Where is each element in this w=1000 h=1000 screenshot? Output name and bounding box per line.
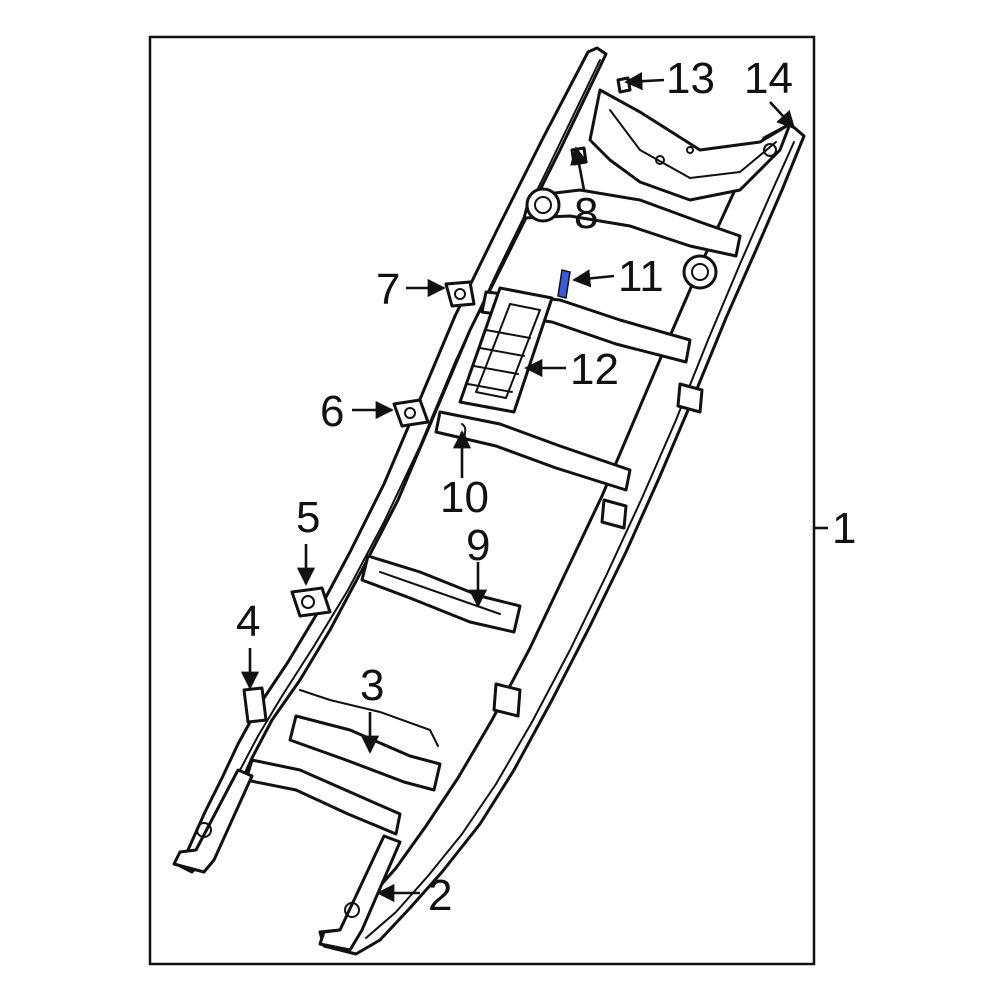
callout-5: 5 — [296, 493, 320, 542]
callout-1: 1 — [832, 504, 856, 553]
bracket-6 — [392, 398, 430, 428]
callout-labels: 1 2 3 4 5 6 7 8 9 10 11 12 13 14 — [236, 54, 856, 920]
bracket-7 — [444, 280, 476, 308]
battery-tray — [458, 286, 554, 414]
leader-14 — [769, 101, 796, 130]
bracket-right-mid — [600, 498, 628, 530]
leader-lines — [240, 72, 828, 903]
callout-14: 14 — [744, 54, 793, 103]
callout-2: 2 — [428, 871, 452, 920]
callout-10: 10 — [440, 473, 489, 522]
diagram-border — [148, 35, 816, 966]
callout-12: 12 — [570, 345, 619, 394]
callout-7: 7 — [376, 265, 400, 314]
callout-11: 11 — [618, 252, 664, 301]
callout-8: 8 — [574, 189, 598, 238]
callout-9: 9 — [466, 521, 490, 570]
leader-11 — [572, 269, 615, 288]
callout-4: 4 — [236, 597, 260, 646]
callout-13: 13 — [666, 54, 715, 103]
callout-6: 6 — [320, 387, 344, 436]
part-11-bolt — [557, 269, 571, 299]
part-13-nut — [616, 76, 632, 94]
frame-assembly — [172, 46, 806, 956]
rear-left-extension — [172, 768, 254, 874]
part-4-bracket — [242, 686, 268, 724]
rear-right-extension — [318, 834, 402, 952]
callout-3: 3 — [360, 661, 384, 710]
bracket-5 — [290, 586, 332, 618]
bracket-right-rear — [492, 682, 522, 718]
bracket-right-front — [676, 382, 704, 414]
leader-13 — [624, 72, 665, 91]
rear-lower-crossmember — [244, 758, 402, 836]
leader-8 — [570, 146, 589, 191]
